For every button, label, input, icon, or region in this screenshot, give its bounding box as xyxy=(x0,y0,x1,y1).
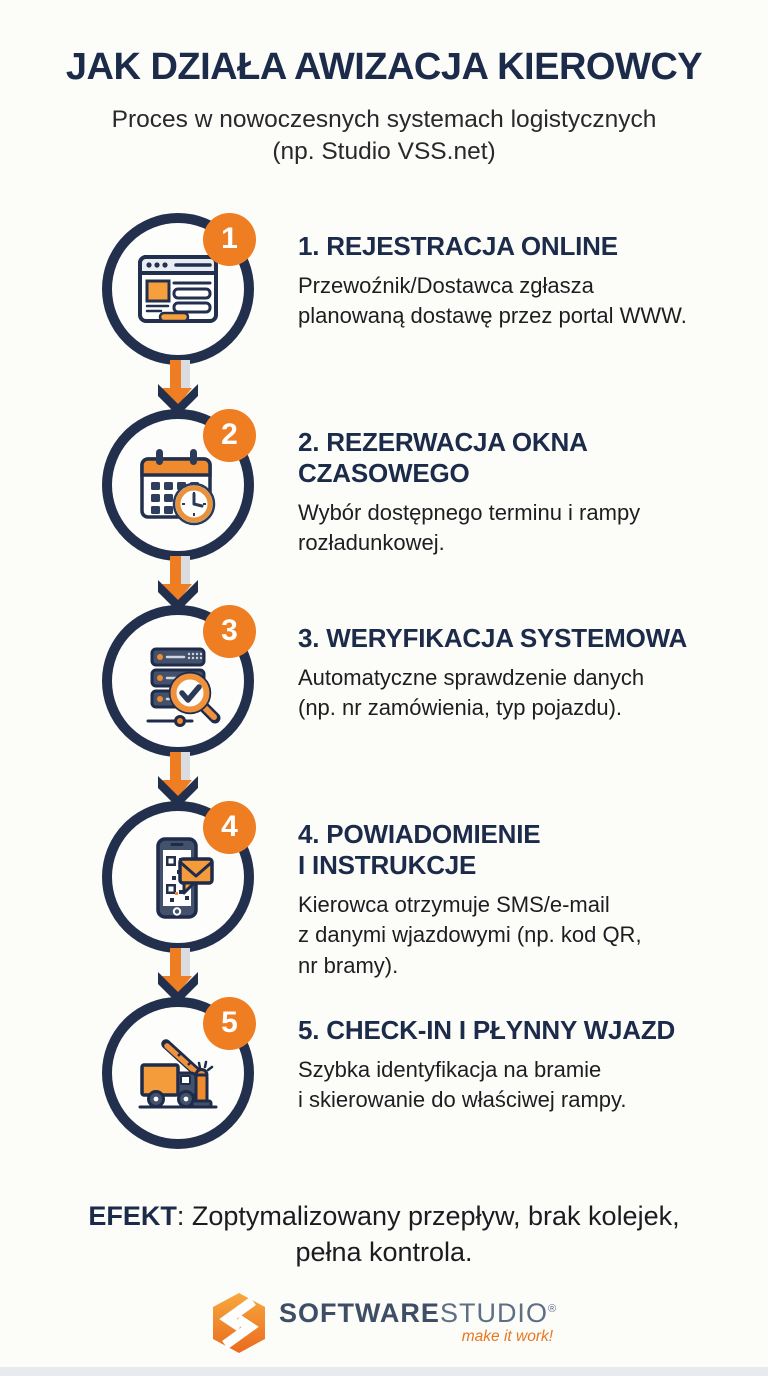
step-5-icon-col: 5 xyxy=(92,996,264,1172)
step-2-text: 2. REZERWACJA OKNA CZASOWEGO Wybór dostę… xyxy=(264,409,664,605)
server-search-icon xyxy=(146,647,221,727)
truck-barrier-icon xyxy=(138,1038,218,1109)
brand-tagline: make it work! xyxy=(461,1328,554,1346)
step-3-text: 3. WERYFIKACJA SYSTEMOWA Automatyczne sp… xyxy=(264,605,711,801)
step-row-4: 4 4. POWIADOMIENIE I INSTRUKCJE Kierowca… xyxy=(92,800,768,1004)
step-3-icon-circle: 3 xyxy=(102,604,256,757)
step-5-text: 5. CHECK-IN I PŁYNNY WJAZD Szybka identy… xyxy=(264,997,699,1172)
step-badge: 1 xyxy=(203,212,256,266)
step-1-icon-circle: 1 xyxy=(102,212,256,365)
step-badge: 2 xyxy=(203,408,256,462)
step-badge: 5 xyxy=(203,996,256,1050)
calendar-clock-icon xyxy=(140,448,216,525)
step-row-5: 5 5. CHECK-IN I PŁYNNY WJAZD Szybka iden… xyxy=(92,996,768,1172)
step-2-icon-col: 2 xyxy=(92,408,264,612)
page-title: JAK DZIAŁA AWIZACJA KIEROWCY xyxy=(65,46,703,88)
softwarestudio-hexagon-icon xyxy=(211,1292,267,1354)
step-body: Automatyczne sprawdzenie danych (np. nr … xyxy=(298,664,645,721)
step-1-text: 1. REJESTRACJA ONLINE Przewoźnik/Dostawc… xyxy=(264,213,711,409)
brand-name: SOFTWARESTUDIO® xyxy=(279,1300,557,1327)
phone-qr-mail-icon xyxy=(156,836,214,919)
brand-software: SOFTWARE xyxy=(278,1298,440,1329)
step-body: Szybka identyfikacja na bramie i skierow… xyxy=(298,1056,627,1113)
step-heading: 4. POWIADOMIENIE I INSTRUKCJE xyxy=(298,818,541,880)
step-3-icon-col: 3 xyxy=(92,604,264,808)
step-heading: 1. REJESTRACJA ONLINE xyxy=(298,230,618,261)
step-5-icon-circle: 5 xyxy=(102,996,256,1149)
step-body: Kierowca otrzymuje SMS/e-mail z danymi w… xyxy=(298,891,642,978)
step-body: Wybór dostępnego terminu i rampy rozładu… xyxy=(298,499,641,556)
step-heading: 2. REZERWACJA OKNA CZASOWEGO xyxy=(298,426,588,488)
step-4-text: 4. POWIADOMIENIE I INSTRUKCJE Kierowca o… xyxy=(264,801,666,997)
bottom-strip xyxy=(0,1367,768,1376)
logo-text: SOFTWARESTUDIO® make it work! xyxy=(279,1300,557,1346)
step-row-1: 1 1. REJESTRACJA ONLINE Przewoźnik/Dosta… xyxy=(92,212,768,416)
step-4-icon-col: 4 xyxy=(92,800,264,1004)
step-badge: 4 xyxy=(203,800,256,854)
step-1-icon-col: 1 xyxy=(92,212,264,416)
step-row-3: 3 3. WERYFIKACJA SYSTEMOWA Automatyczne … xyxy=(92,604,768,808)
step-heading: 5. CHECK-IN I PŁYNNY WJAZD xyxy=(298,1014,676,1045)
header: JAK DZIAŁA AWIZACJA KIEROWCY Proces w no… xyxy=(0,0,768,169)
steps-list: 1 1. REJESTRACJA ONLINE Przewoźnik/Dosta… xyxy=(0,212,768,1172)
brand-studio: STUDIO xyxy=(439,1298,548,1329)
result-line: EFEKT: Zoptymalizowany przepływ, brak ko… xyxy=(64,1198,704,1271)
step-4-icon-circle: 4 xyxy=(102,800,256,953)
page-subtitle: Proces w nowoczesnych systemach logistyc… xyxy=(111,105,657,166)
step-body: Przewoźnik/Dostawca zgłasza planowaną do… xyxy=(298,272,687,329)
step-heading: 3. WERYFIKACJA SYSTEMOWA xyxy=(298,622,688,653)
step-2-icon-circle: 2 xyxy=(102,408,256,561)
step-badge: 3 xyxy=(203,604,256,658)
result-label: EFEKT xyxy=(88,1200,177,1231)
step-row-2: 2 2. REZERWACJA OKNA CZASOWEGO Wybór dos… xyxy=(92,408,768,612)
softwarestudio-logo: SOFTWARESTUDIO® make it work! xyxy=(0,1292,768,1354)
result-text: : Zoptymalizowany przepływ, brak kolejek… xyxy=(176,1200,680,1267)
registered-mark: ® xyxy=(547,1303,558,1316)
